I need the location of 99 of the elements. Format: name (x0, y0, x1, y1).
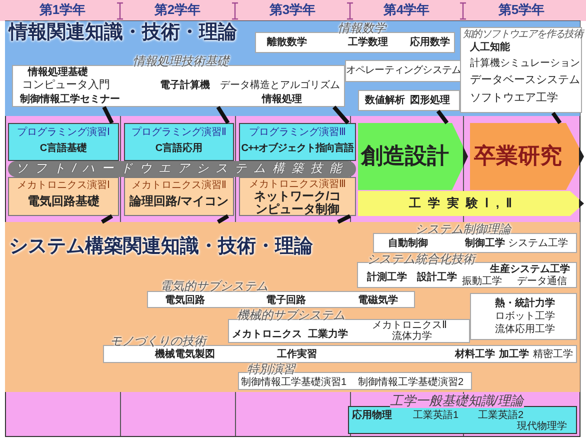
course-name: 数値解析 (365, 95, 405, 106)
year-label: 第3学年 (268, 3, 317, 18)
exercise-box (8, 123, 119, 161)
course-name: 応用数学 (410, 37, 450, 48)
callout-line (337, 214, 351, 224)
year-label: 第2学年 (153, 3, 202, 18)
callout-line (332, 106, 350, 124)
course-name: 工作実習 (277, 349, 317, 360)
year-label: 第1学年 (38, 3, 87, 18)
course-name: C言語基礎 (38, 143, 88, 154)
callout-line (216, 214, 230, 224)
course-name: 人工知能 (470, 42, 510, 53)
course-name: ネットワーク/コンピュータ制御 (252, 190, 342, 216)
course-name: データ構造とアルゴリズム (220, 80, 340, 91)
panel-title: システム構築関連知識・技術・理論 (9, 237, 313, 258)
course-name: 設計工学 (417, 272, 457, 283)
course-name: C言語応用 (154, 143, 204, 154)
group-heading: 電気的サブシステム (160, 280, 268, 294)
course-name: メカトロニクスⅡ (372, 320, 447, 331)
exercise-title: メカトロニクス演習Ⅱ (130, 180, 228, 191)
course-name: メカトロニクス (232, 329, 302, 340)
course-name: 機械電気製図 (155, 349, 215, 360)
course-name: システム工学 (508, 238, 568, 249)
course-name: 精密工学 (533, 349, 573, 360)
course-name: 工業力学 (308, 329, 348, 340)
course-name: C++オブジェクト指向言語 (240, 143, 355, 154)
group-heading: システム統合化技術 (367, 253, 475, 266)
course-name: 工業英語1 (413, 410, 459, 421)
group-heading: 特別演習 (247, 363, 295, 376)
course-name: コンピュータ入門 (22, 79, 110, 92)
group-heading: 知的ソフトウエアを作る技術 (463, 29, 583, 40)
course-banner (358, 191, 584, 216)
course-name: 熱・統計力学 (495, 298, 555, 309)
panel-title: 情報関連知識・技術・理論 (9, 23, 237, 44)
group-heading: 機械的サブシステム (237, 309, 345, 322)
course-name: 工学実験Ⅰ,Ⅱ (408, 197, 520, 210)
group-heading: システム制御理論 (415, 223, 511, 236)
group-heading: 情報数学 (338, 22, 386, 36)
course-name: 流体応用工学 (495, 324, 555, 335)
callout-line (100, 214, 114, 224)
exercise-box (239, 177, 356, 216)
course-name: 工学数理 (348, 37, 388, 48)
callout-line (216, 106, 230, 124)
callout-line (436, 110, 449, 124)
course-name: 図形処理 (410, 95, 450, 106)
course-name: 制御情報工学セミナー (20, 94, 120, 105)
course-name: 現代物理学 (517, 421, 567, 432)
course-name: ソフトウエア工学 (470, 92, 558, 104)
skill-band (8, 161, 356, 177)
exercise-box (239, 123, 356, 161)
course-group-box (358, 90, 460, 111)
group-heading: 情報処理技術基礎 (133, 55, 229, 68)
course-name: 流体力学 (392, 331, 432, 342)
band-label: ソフト/ハードウエアシステム構築技能 (14, 162, 350, 176)
course-name: 電気回路 (165, 295, 205, 306)
course-name: 振動工学 (462, 276, 502, 287)
course-name: 創造設計 (360, 144, 450, 168)
course-banner (470, 123, 584, 190)
course-group-box (470, 293, 577, 340)
course-name: 工業英語2 (478, 410, 524, 421)
exercise-title: プログラミング演習Ⅱ (130, 127, 228, 138)
course-name: 加工学 (499, 349, 529, 360)
course-name: 電磁気学 (358, 295, 398, 306)
course-name: 生産システム工学 (490, 264, 570, 275)
exercise-title: メカトロニクス演習Ⅲ (248, 179, 347, 190)
course-name: 制御情報工学基礎演習2 (358, 377, 464, 388)
course-name: データベースシステム (470, 74, 580, 86)
group-heading: モノづくりの技術 (110, 335, 206, 348)
exercise-box (124, 123, 234, 161)
course-name: 制御工学 (465, 238, 505, 249)
course-name: ロボット工学 (495, 311, 555, 322)
callout-line (102, 106, 114, 124)
course-name: 離散数学 (267, 37, 307, 48)
course-name: 制御情報工学基礎演習1 (241, 377, 347, 388)
course-name: 卒業研究 (473, 144, 563, 168)
course-name: 電子回路 (266, 295, 306, 306)
exercise-title: プログラミング演習Ⅲ (248, 127, 347, 138)
course-banner (358, 123, 468, 190)
exercise-title: プログラミング演習Ⅰ (16, 127, 111, 138)
course-name: 論理回路/マイコン (128, 195, 230, 208)
course-name: 自動制御 (388, 238, 428, 249)
course-name: 電気回路基礎 (26, 195, 100, 208)
course-name: データ通信 (517, 276, 567, 287)
exercise-box (124, 177, 234, 216)
course-name: 計測工学 (367, 272, 407, 283)
course-name: 情報処理 (262, 94, 302, 105)
course-name: 計算機シミュレーション (470, 58, 580, 69)
course-name: 電子計算機 (160, 80, 210, 91)
course-name: 応用物理 (352, 410, 392, 421)
exercise-title: メカトロニクス演習Ⅰ (16, 180, 111, 191)
knowledge-panel (5, 222, 580, 392)
course-name: 材料工学 (455, 349, 495, 360)
year-label: 第4学年 (382, 3, 431, 18)
group-heading: 工学一般基礎知識/理論 (390, 394, 524, 408)
course-name: 情報処理基礎 (28, 67, 88, 78)
year-label: 第5学年 (497, 3, 546, 18)
exercise-box (8, 177, 119, 216)
callout-line (551, 112, 562, 124)
course-group-box (345, 60, 462, 82)
